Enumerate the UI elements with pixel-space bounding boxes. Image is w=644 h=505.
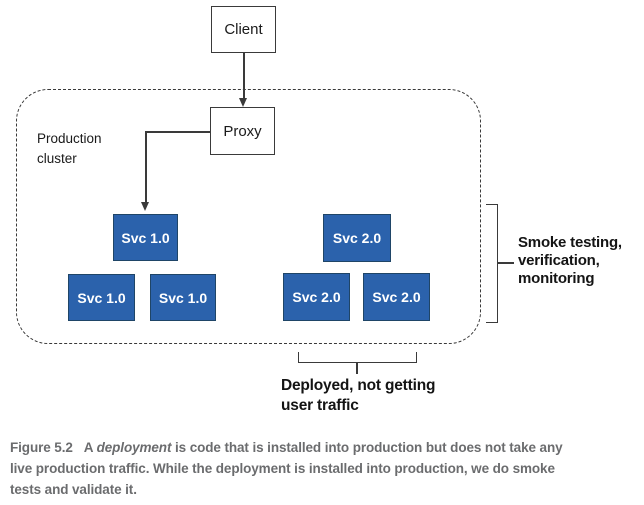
production-cluster-boundary <box>16 89 481 344</box>
deployed-bracket-tick <box>356 362 358 374</box>
svc-2-0-left-box: Svc 2.0 <box>283 273 350 321</box>
smoke-testing-annotation-line3: monitoring <box>518 270 595 287</box>
figure-caption-line2: live production traffic. While the deplo… <box>10 461 555 476</box>
figure-number: Figure 5.2 <box>10 440 73 455</box>
proxy-to-svc-arrowhead-icon <box>141 202 149 211</box>
svc-2-0-right-label: Svc 2.0 <box>372 289 421 305</box>
smoke-testing-bracket <box>486 204 498 323</box>
figure-caption-line3: tests and validate it. <box>10 482 137 497</box>
client-to-proxy-arrowhead-icon <box>239 98 247 107</box>
proxy-node-label: Proxy <box>223 122 262 140</box>
proxy-node: Proxy <box>210 107 275 155</box>
production-cluster-label: Production cluster <box>37 129 102 168</box>
svc-2-0-left-label: Svc 2.0 <box>292 289 341 305</box>
figure-caption: Figure 5.2 A deployment is code that is i… <box>10 437 642 500</box>
svc-2-0-right-box: Svc 2.0 <box>363 273 430 321</box>
smoke-testing-annotation-line2: verification, <box>518 252 600 269</box>
svc-1-0-top-box: Svc 1.0 <box>113 214 178 261</box>
deployed-annotation-line1: Deployed, not getting <box>281 377 436 394</box>
proxy-to-svc-arrow-horizontal-line <box>145 131 210 133</box>
proxy-to-svc-arrow-vertical-line <box>145 131 147 202</box>
smoke-testing-annotation: Smoke testing, verification, monitoring <box>518 234 622 288</box>
svc-1-0-top-label: Svc 1.0 <box>121 229 170 246</box>
deployed-bracket <box>298 352 417 363</box>
figure-caption-line1-italic: deployment <box>96 440 172 455</box>
deployed-annotation: Deployed, not getting user traffic <box>281 376 435 416</box>
svc-1-0-right-box: Svc 1.0 <box>150 274 216 321</box>
svc-2-0-top-box: Svc 2.0 <box>323 214 391 262</box>
production-cluster-label-line1: Production <box>37 131 102 146</box>
deployed-annotation-line2: user traffic <box>281 397 359 414</box>
figure-caption-line1-rest: is code that is installed into productio… <box>171 440 563 455</box>
smoke-testing-bracket-tick <box>498 262 514 264</box>
client-node-label: Client <box>224 21 263 38</box>
svc-2-0-top-label: Svc 2.0 <box>332 230 382 246</box>
svc-1-0-right-label: Svc 1.0 <box>158 289 208 306</box>
figure-caption-line1: Figure 5.2 A deployment is code that is i… <box>10 437 642 458</box>
client-to-proxy-arrow-line <box>243 53 245 100</box>
svc-1-0-left-box: Svc 1.0 <box>68 274 135 321</box>
svc-1-0-left-label: Svc 1.0 <box>77 289 126 306</box>
production-cluster-label-line2: cluster <box>37 150 77 166</box>
smoke-testing-annotation-line1: Smoke testing, <box>518 234 622 251</box>
figure-caption-line1-pre: A <box>83 440 97 455</box>
client-node: Client <box>211 6 276 53</box>
